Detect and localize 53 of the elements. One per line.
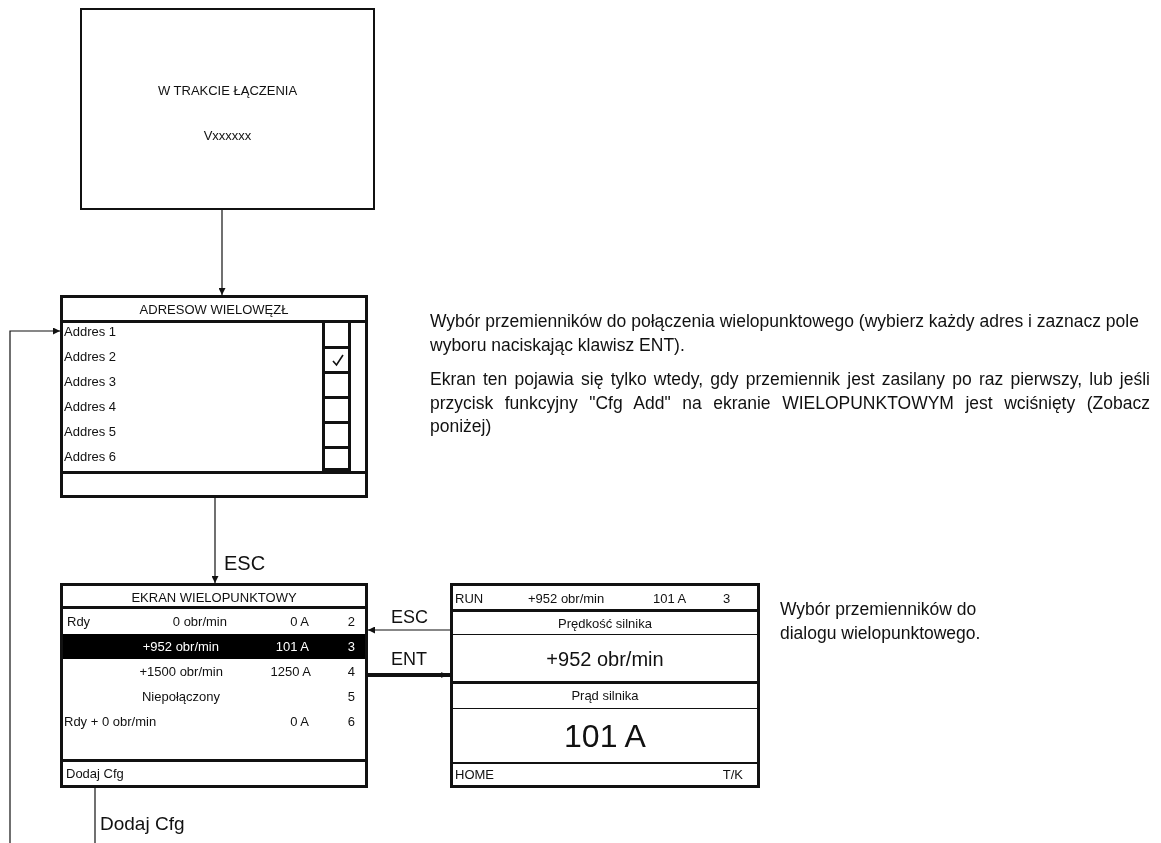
screen-text: T/K — [721, 766, 743, 784]
screen-text: 101 A — [274, 638, 309, 656]
edge-label: ESC — [391, 608, 428, 626]
screen-text: 3 — [346, 638, 355, 656]
screen-text: 0 A — [289, 713, 309, 731]
screen-text: RUN — [455, 589, 485, 608]
screen-text: +952 obr/min — [141, 638, 219, 656]
screen-text: 2 — [346, 613, 355, 631]
note-text: Ekran ten pojawia się tylko wtedy, gdy przemiennik jest zasilany po raz pierwszy, lub jeśli przycisk funkcyjny "Cfg Add" na ekranie WIELOPUNKTOWYM jest wciśnięty (Zobacz poniżej) — [430, 368, 1150, 439]
screen-text: 3 — [723, 589, 732, 608]
screen-text: 1250 A — [269, 663, 311, 681]
screen-text: Prędkość silnika — [557, 615, 653, 633]
note-text: Wybór przemienników do połączenia wielopunktowego (wybierz każdy adres i zaznacz pole wyboru naciskając klawisz ENT). — [430, 310, 1140, 357]
screen-text: Addres 5 — [64, 423, 118, 441]
screen-text: Niepołączony — [140, 688, 221, 706]
display-screen — [60, 295, 368, 498]
arrow — [211, 497, 219, 584]
screen-text: 6 — [346, 713, 355, 731]
screen-text: Dodaj Cfg — [66, 765, 125, 783]
screen-text: W TRAKCIE ŁĄCZENIA — [156, 81, 299, 100]
screen-text: HOME — [455, 766, 495, 784]
screen-text: 101 A — [653, 589, 688, 608]
edge-label: Dodaj Cfg — [100, 814, 185, 833]
screen-text: Rdy — [67, 613, 92, 631]
screen-text: 4 — [346, 663, 355, 681]
arrow — [367, 626, 451, 634]
screen-text: Vxxxxxx — [202, 126, 253, 145]
screen-text: Addres 2 — [64, 348, 118, 366]
arrow — [218, 209, 226, 296]
note-text: Wybór przemienników do dialogu wielopunktowego. — [780, 598, 982, 645]
screen-text: ADRESOW WIELOWĘZŁ — [138, 300, 290, 319]
edge-label: ENT — [391, 650, 427, 668]
screen-text: Addres 3 — [64, 373, 118, 391]
screen-text: EKRAN WIELOPUNKTOWY — [130, 588, 298, 607]
edge-label: ESC — [224, 553, 266, 573]
screen-text: Rdy + 0 obr/min — [64, 713, 158, 731]
screen-text: +952 obr/min — [528, 589, 606, 608]
screen-text: 5 — [346, 688, 355, 706]
screen-text: 101 A — [563, 717, 647, 756]
screen-text: +952 obr/min — [545, 647, 665, 672]
arrow — [9, 327, 61, 843]
screen-text: 0 obr/min — [171, 613, 227, 631]
screen-text: 0 A — [289, 613, 309, 631]
display-screen — [80, 8, 375, 210]
display-screen — [60, 583, 368, 788]
arrow — [368, 672, 450, 678]
screen-text: Prąd silnika — [570, 687, 640, 705]
screen-text: Addres 1 — [64, 323, 118, 341]
screen-text: Addres 4 — [64, 398, 118, 416]
screen-text: Addres 6 — [64, 448, 118, 466]
connector-line — [94, 787, 96, 843]
display-screen — [450, 583, 760, 788]
screen-text: +1500 obr/min — [138, 663, 223, 681]
